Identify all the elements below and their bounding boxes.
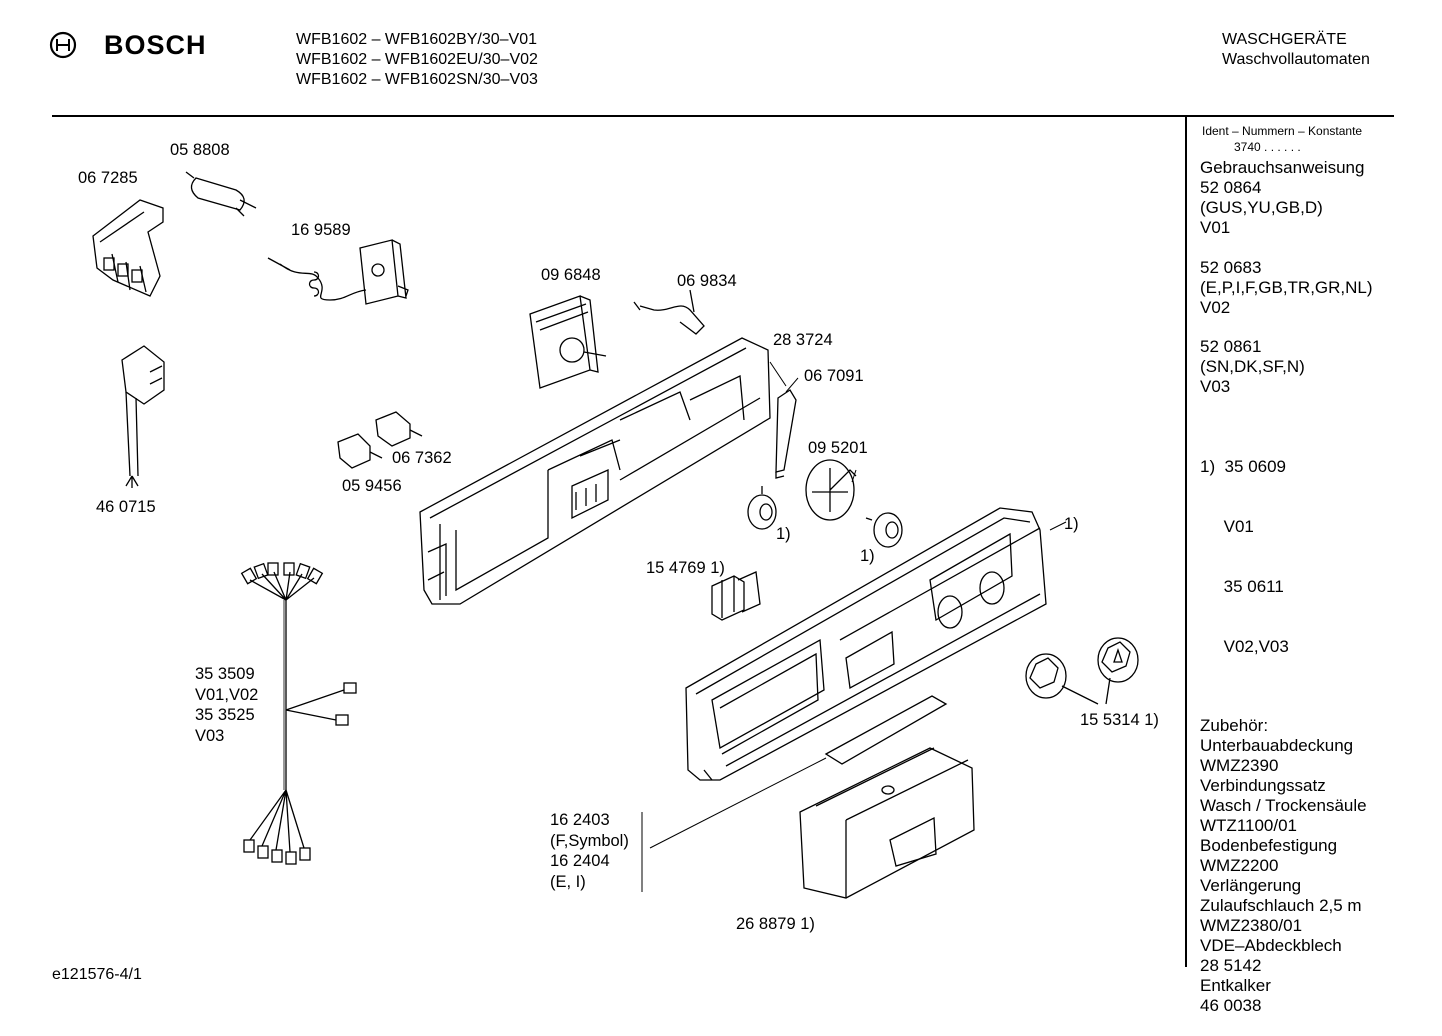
symbol-strip-line: 16 2404 [550, 852, 610, 870]
part-label: 26 8879 1) [736, 915, 815, 933]
wire-harness [240, 562, 357, 865]
sidebar-line: (E,P,I,F,GB,TR,GR,NL) [1200, 277, 1373, 297]
part-label: 28 3724 [773, 331, 833, 349]
bosch-logo-icon [49, 31, 77, 59]
bracket-part-067285 [92, 199, 164, 297]
sidebar-line: V02,V03 [1200, 636, 1289, 656]
footnote-marker: 1) [1064, 515, 1079, 533]
symbol-strip-line: (E, I) [550, 872, 586, 891]
ident-value: 3740 . . . . . . [1234, 140, 1301, 154]
sidebar-line: 35 0611 [1200, 576, 1284, 596]
harness-label: 35 3509 V01,V02 35 3525 V03 [195, 664, 258, 746]
harness-line: V01,V02 [195, 685, 259, 704]
knob-holder-b [865, 512, 903, 548]
manual-v02-block: 52 0683 (E,P,I,F,GB,TR,GR,NL) V02 [1200, 258, 1373, 318]
sidebar-line: 52 0861 [1200, 337, 1262, 356]
leader-lines [641, 361, 1067, 892]
part-label: 06 7285 [78, 169, 138, 187]
sidebar-line: Entkalker [1200, 976, 1271, 995]
part-label: 05 9456 [342, 477, 402, 495]
sidebar-line: V02 [1200, 297, 1231, 317]
thermostat-part-169589 [267, 239, 409, 305]
footnote-marker: 1) [860, 547, 875, 565]
brand-name: BOSCH [104, 30, 207, 60]
sidebar-info: Gebrauchsanweisung 52 0864 (GUS,YU,GB,D)… [1200, 158, 1373, 1036]
knob-holder-a [747, 486, 777, 530]
control-knob-left [1025, 653, 1067, 699]
detergent-drawer-part-268879 [799, 747, 975, 899]
sidebar-line: Verlängerung [1200, 876, 1302, 895]
part-label: 06 7362 [392, 449, 452, 467]
sidebar-rule [1185, 116, 1187, 967]
harness-line: V03 [195, 726, 225, 745]
symbol-strip-line: 16 2403 [550, 811, 610, 829]
symbol-strip [824, 695, 948, 765]
ident-title: Ident – Nummern – Konstante [1202, 124, 1363, 138]
part-label: 15 5314 1) [1080, 711, 1159, 729]
part-label: 09 5201 [808, 439, 868, 457]
part-label: 06 7091 [804, 367, 864, 385]
sensor-part-069834 [633, 289, 705, 335]
sidebar-line: Gebrauchsanweisung [1200, 158, 1365, 177]
sidebar-line: (SN,DK,SF,N) [1200, 357, 1305, 376]
sidebar-line: Zulaufschlauch 2,5 m [1200, 896, 1362, 915]
symbol-strip-label: 16 2403 (F,Symbol) 16 2404 (E, I) [550, 810, 629, 892]
model-line: WFB1602 – WFB1602EU/30–V02 [296, 51, 538, 68]
model-list: WFB1602 – WFB1602BY/30–V01 WFB1602 – WFB… [296, 30, 538, 90]
harness-line: 35 3509 [195, 665, 255, 683]
sidebar-line: 52 0864 [1200, 178, 1262, 197]
lever-part-067091 [775, 389, 797, 479]
front-fascia-panel [685, 507, 1047, 781]
footnote-marker: 1) [776, 525, 791, 543]
control-knob-right [1097, 637, 1139, 683]
sidebar-line: VDE–Abdeckblech [1200, 936, 1342, 955]
control-panel-frame [419, 337, 771, 605]
sidebar-line: WMZ2200 [1200, 856, 1279, 875]
sidebar-line: WMZ2390 [1200, 756, 1279, 775]
sidebar-line: V03 [1200, 377, 1231, 396]
footnote-block: 1) 35 0609 V01 35 0611 V02,V03 [1200, 417, 1373, 697]
sidebar-line: WTZ1100/01 [1200, 816, 1298, 835]
harness-line: 35 3525 [195, 706, 255, 724]
switch-part-067362 [375, 411, 423, 447]
sidebar-line: 46 0038 [1200, 996, 1262, 1015]
part-label: 46 0715 [96, 498, 156, 516]
part-label: 16 9589 [291, 221, 351, 239]
part-label: 05 8808 [170, 141, 230, 159]
switch-part-059456 [337, 433, 383, 469]
category-subtitle: Waschvollautomaten [1222, 51, 1370, 68]
part-label: 15 4769 1) [646, 559, 725, 577]
part-label: 09 6848 [541, 266, 601, 284]
category-title: WASCHGERÄTE [1222, 31, 1347, 48]
sidebar-line: WMZ2380/01 [1200, 916, 1303, 935]
manual-v03-block: 52 0861 (SN,DK,SF,N) V03 [1200, 337, 1373, 397]
sidebar-line: 52 0683 [1200, 257, 1262, 277]
program-switch-part-096848 [529, 295, 607, 389]
capacitor-part-058808 [185, 171, 257, 217]
model-line: WFB1602 – WFB1602BY/30–V01 [296, 31, 538, 48]
manual-v01-block: Gebrauchsanweisung 52 0864 (GUS,YU,GB,D)… [1200, 158, 1373, 238]
model-line: WFB1602 – WFB1602SN/30–V03 [296, 71, 538, 88]
sidebar-line: 28 5142 [1200, 956, 1262, 975]
category-heading: WASCHGERÄTE Waschvollautomaten [1222, 30, 1370, 70]
document-id: e121576-4/1 [52, 966, 142, 983]
sidebar-line: 1) 35 0609 [1200, 456, 1287, 476]
sidebar-line: V01 [1200, 516, 1254, 536]
buttons-part-154769 [711, 571, 761, 621]
sidebar-line: V01 [1200, 218, 1231, 237]
header-rule [52, 115, 1394, 117]
sidebar-line: Zubehör: [1200, 716, 1269, 735]
part-label: 06 9834 [677, 272, 737, 290]
sidebar-line: (GUS,YU,GB,D) [1200, 198, 1323, 217]
drive-wheel-part-095201 [805, 459, 857, 521]
sidebar-line: Bodenbefestigung [1200, 836, 1338, 855]
sidebar-line: Wasch / Trockensäule [1200, 796, 1367, 815]
sidebar-line: Verbindungssatz [1200, 776, 1326, 795]
mains-plug-part-460715 [121, 345, 165, 488]
sidebar-line: Unterbauabdeckung [1200, 736, 1354, 755]
symbol-strip-line: (F,Symbol) [550, 831, 629, 850]
accessories-block: Zubehör: Unterbauabdeckung WMZ2390 Verbi… [1200, 716, 1373, 1016]
